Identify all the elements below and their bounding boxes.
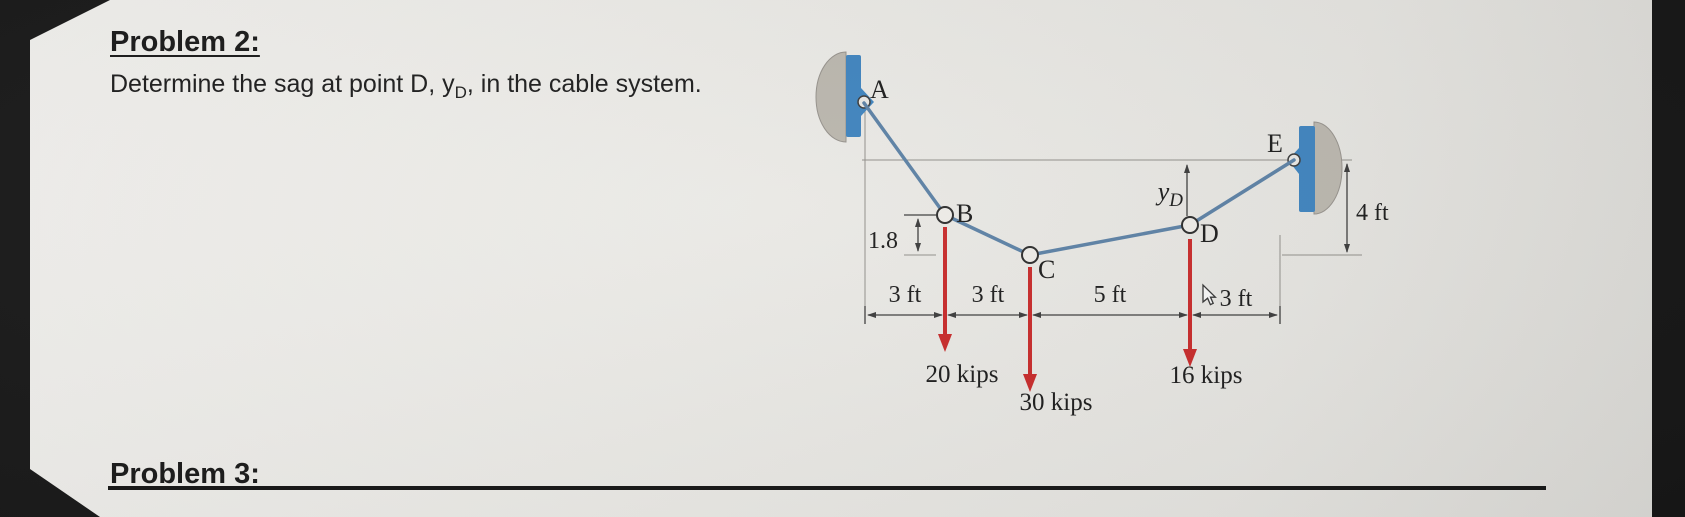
dark-edge-right [1652,0,1685,517]
problem2-title: Problem 2: [110,26,260,58]
drop-dim-label: 1.8 [868,228,898,254]
reference-lines [862,110,1362,324]
node-c-ring [1021,246,1039,264]
cable-line [862,101,1296,257]
support-e-wall [1313,121,1343,215]
node-d-ring [1181,216,1199,234]
bc-drop-dimension: 1.8 [868,214,936,256]
support-a-bracket [846,55,861,137]
load-b-label: 20 kips [926,361,999,388]
load-b-arrowhead [938,334,952,352]
label-e: E [1267,129,1283,158]
problem3-title: Problem 3: [110,458,260,490]
node-b-ring [936,206,954,224]
support-a-wall [815,51,847,143]
problem2-description-text-end: , in the cable system. [466,70,702,98]
load-d-arrowhead [1183,349,1197,367]
support-e-bracket [1299,126,1315,212]
problem2-description-subscript: D [454,83,467,102]
sag-label: yD [1155,177,1184,211]
problem2-description: Determine the sag at point D, yD, in the… [110,70,702,103]
span-ab-label: 3 ft [889,282,922,308]
dark-corner-bottom-left [30,469,100,517]
label-a: A [870,75,889,104]
section-divider-line [108,486,1546,490]
cable-system-diagram: 3 ft 3 ft 5 ft 3 ft 1.8 yD 4 ft [815,51,1389,416]
load-arrow-d: 16 kips [1170,239,1243,389]
load-c-arrowhead [1023,374,1037,392]
load-c-label: 30 kips [1020,389,1093,416]
dark-edge-left [0,0,30,517]
sag-symbol: y [1155,177,1170,206]
e-height-label: 4 ft [1356,200,1389,226]
span-de-label: 3 ft [1220,286,1253,312]
support-a [815,51,874,143]
label-b: B [956,199,973,228]
span-cd-label: 5 ft [1094,282,1127,308]
label-d: D [1200,219,1219,248]
dark-corner-top-left [30,0,110,40]
problem2-description-text: Determine the sag at point D, y [110,70,455,98]
load-d-label: 16 kips [1170,362,1243,389]
sag-subscript: D [1168,190,1183,211]
support-e [1287,121,1343,215]
span-bc-label: 3 ft [972,282,1005,308]
sag-dimension: yD [1155,164,1190,216]
mouse-cursor [1202,283,1217,306]
horizontal-dimension-chain: 3 ft 3 ft 5 ft 3 ft [864,282,1281,324]
load-arrow-c: 30 kips [1020,267,1093,416]
load-arrow-b: 20 kips [926,227,999,388]
e-height-dimension: 4 ft [1344,163,1389,253]
label-c: C [1038,255,1055,284]
